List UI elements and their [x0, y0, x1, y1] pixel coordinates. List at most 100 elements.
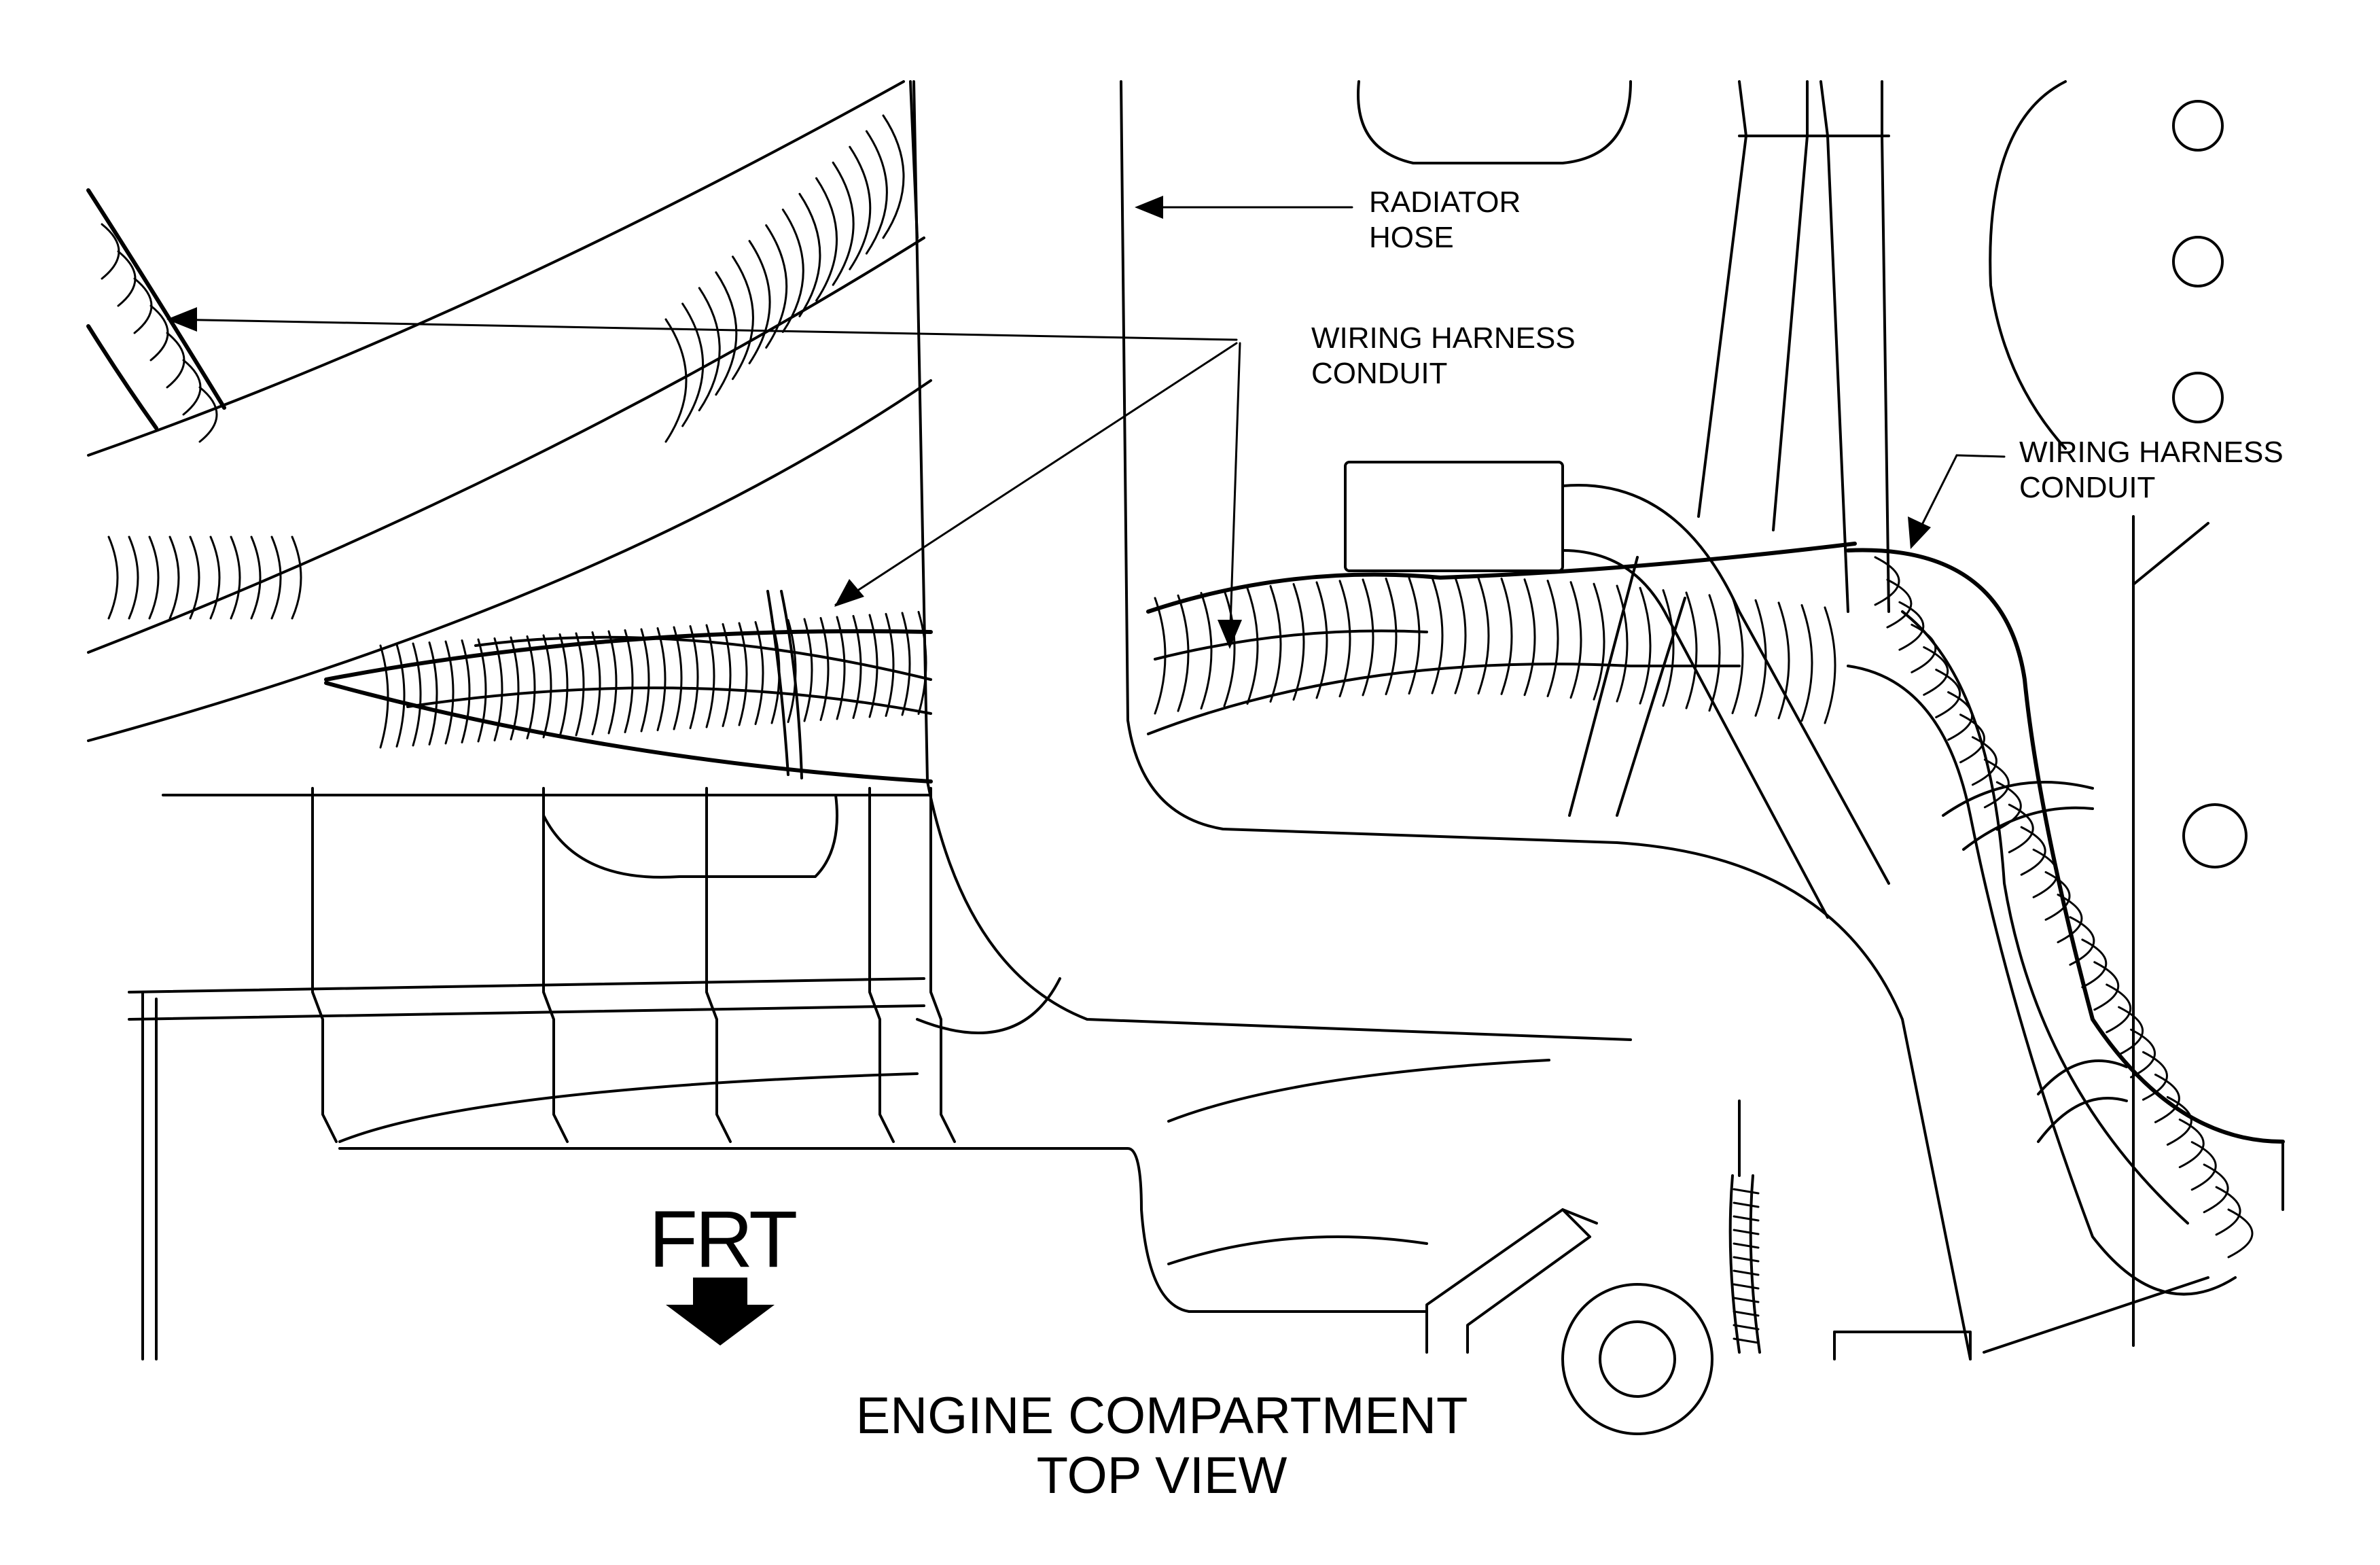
right-rib	[1754, 599, 1767, 717]
left-rib	[379, 644, 389, 749]
left-rib	[477, 638, 487, 743]
cable-rib	[1733, 1283, 1760, 1290]
top-left-rib	[198, 386, 218, 443]
view-title: ENGINE COMPARTMENT TOP VIEW	[855, 1387, 1468, 1505]
left-rib	[493, 637, 503, 741]
right-rib	[1431, 576, 1444, 694]
radiator-hose-label: RADIATOR HOSE	[1369, 186, 1521, 254]
right-rib	[1685, 591, 1698, 709]
arrow-down-icon	[666, 1278, 775, 1346]
right-harness-conduit	[1146, 542, 2285, 1296]
left-rib	[395, 644, 406, 748]
left-rib	[270, 535, 282, 620]
leader-lines	[168, 206, 2006, 647]
cable-rib	[1733, 1297, 1760, 1303]
right-rib	[1662, 589, 1675, 707]
right-rib	[1315, 581, 1328, 699]
left-harness-ribs	[107, 535, 927, 749]
radiator-clips	[311, 787, 956, 1143]
right-rib	[1800, 604, 1813, 722]
radiator-clip	[311, 787, 338, 1143]
radiator-clip	[929, 787, 956, 1143]
top-left-harness-ribs	[101, 223, 218, 443]
radiator-shroud	[128, 794, 1550, 1360]
left-rib	[591, 631, 601, 735]
left-rib	[526, 635, 536, 739]
left-rib	[689, 625, 699, 729]
right-rib	[1923, 646, 1949, 696]
left-rib	[722, 623, 732, 727]
right-rib	[1886, 578, 1913, 629]
left-rib	[819, 617, 830, 721]
cable-rib	[1733, 1324, 1760, 1331]
cable-rib	[1733, 1242, 1760, 1249]
right-rib	[1154, 597, 1167, 715]
top-left-harness	[86, 188, 226, 430]
upper-rib	[748, 240, 771, 365]
cable-ribs	[1733, 1188, 1760, 1344]
left-rib	[412, 642, 422, 747]
top-panel	[1357, 80, 1632, 164]
left-rib	[250, 535, 262, 620]
right-rib	[1935, 669, 1961, 719]
right-rib	[1947, 691, 1974, 741]
right-rib	[2032, 848, 2059, 898]
right-rib	[2142, 1051, 2168, 1101]
right-rib	[2118, 1006, 2144, 1056]
radiator-clip	[542, 787, 569, 1143]
left-rib	[189, 535, 200, 620]
front-direction-label: FRT	[649, 1195, 798, 1284]
right-rib	[1500, 577, 1513, 695]
left-rib	[428, 641, 438, 745]
right-rib	[1385, 578, 1398, 696]
left-rib	[770, 620, 781, 724]
right-rib	[2044, 871, 2071, 921]
left-rib	[787, 619, 797, 723]
right-harness-ribs	[1154, 556, 2254, 1259]
right-rib	[1983, 758, 2010, 809]
right-rib	[1523, 578, 1536, 697]
left-rib	[168, 535, 180, 620]
left-rib	[291, 535, 302, 620]
right-rib	[1995, 781, 2022, 831]
fender-panel	[1983, 80, 2248, 1354]
right-rib	[2130, 1028, 2156, 1078]
left-rib	[640, 628, 650, 733]
wiring-harness-right-label: WIRING HARNESS CONDUIT	[2019, 436, 2284, 504]
upper-rib	[882, 114, 905, 239]
radiator-clip	[705, 787, 732, 1143]
left-rib	[128, 535, 139, 620]
right-rib	[2020, 826, 2046, 876]
upper-rib	[832, 161, 855, 286]
right-rib	[2081, 938, 2108, 989]
right-rib	[1223, 589, 1236, 707]
right-rib	[1593, 582, 1605, 701]
right-rib	[1898, 601, 1925, 651]
left-rib	[607, 630, 618, 735]
left-rib	[148, 535, 160, 620]
left-rib	[624, 629, 634, 733]
upper-pipes	[1697, 80, 1890, 613]
upper-rib	[731, 256, 754, 381]
right-rib	[2215, 1186, 2241, 1236]
left-rib	[754, 621, 764, 725]
right-rib	[1362, 578, 1374, 697]
left-rib	[705, 624, 715, 728]
left-rib	[656, 627, 667, 731]
leader-arrowheads	[166, 196, 1931, 649]
upper-rib	[849, 145, 872, 270]
right-rib	[1824, 606, 1836, 724]
right-rib	[1246, 587, 1259, 705]
cable-rib	[1733, 1215, 1760, 1222]
cable-rib	[1733, 1256, 1760, 1263]
right-rib	[1408, 577, 1421, 695]
left-harness-conduit	[324, 590, 933, 784]
upper-rib	[781, 208, 804, 333]
right-rib	[2008, 803, 2034, 854]
left-rib	[558, 633, 569, 737]
cable-rib	[1733, 1201, 1760, 1208]
right-rib	[1874, 556, 1900, 606]
right-rib	[2057, 894, 2083, 944]
left-rib	[107, 535, 119, 620]
left-rib	[885, 613, 895, 717]
